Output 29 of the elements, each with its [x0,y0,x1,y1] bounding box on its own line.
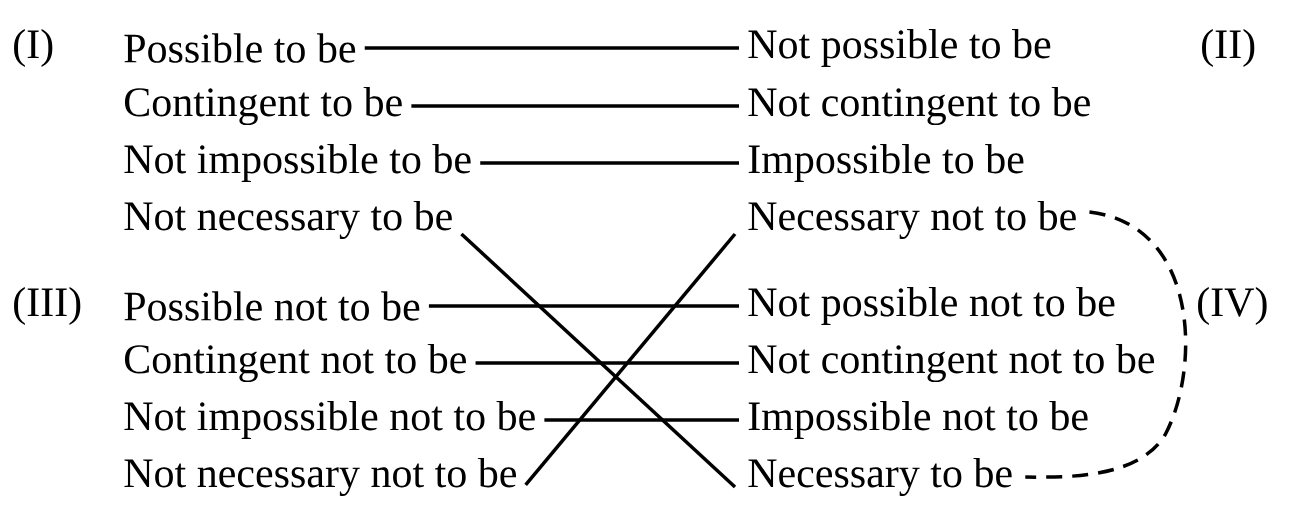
text-label: Contingent not to be [124,343,466,383]
text-label: Necessary not to be [748,200,1076,240]
connector-line [411,104,739,108]
text-label: Not contingent not to be [748,343,1155,383]
connector-line [364,46,739,50]
text-label: Not necessary not to be [124,457,516,497]
text-label: Not possible to be [748,28,1051,68]
connector-line [475,361,739,365]
text-label: Possible not to be [124,291,420,321]
text-label: Not impossible to be [124,143,471,183]
text-label: Possible to be [124,33,356,63]
text-label: Impossible not to be [748,400,1088,440]
group-label: (I) [14,28,53,68]
text-label: Not impossible not to be [124,400,535,440]
connector-line [460,232,737,489]
text-label: Contingent to be [124,86,402,126]
group-label: (II) [1202,28,1255,68]
connector-line [480,161,739,165]
text-label: Not necessary to be [124,200,452,240]
text-label: Impossible to be [748,143,1024,183]
text-label: Not contingent to be [748,86,1090,126]
connector-line [524,232,737,487]
text-label: Not possible not to be [748,286,1115,326]
connector-line [544,418,739,422]
group-label: (III) [14,286,81,326]
text-label: Necessary to be [748,457,1012,497]
group-label: (IV) [1198,286,1267,326]
connector-line [428,304,739,308]
connector-line [1025,210,1188,479]
